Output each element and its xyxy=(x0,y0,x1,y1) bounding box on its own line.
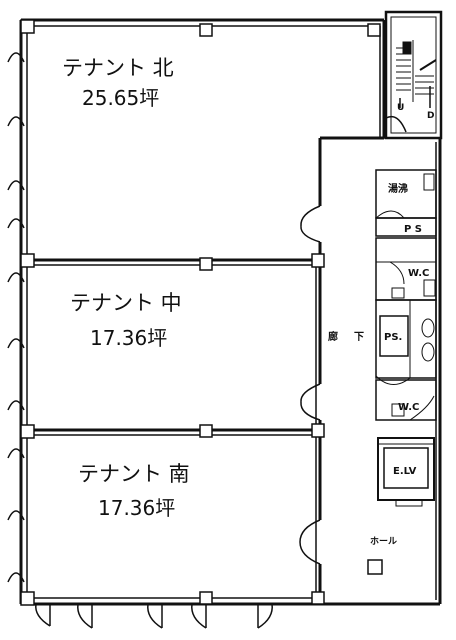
tenant-south-area: 17.36坪 xyxy=(98,496,175,520)
corridor-label-2: 下 xyxy=(354,331,364,343)
janitor-room-label: 湯沸 xyxy=(388,182,408,195)
elevator-label: E.LV xyxy=(393,466,417,477)
stairwell xyxy=(385,40,437,133)
tenant-south-name: テナント 南 xyxy=(78,462,190,486)
wc-lower-label: W.C xyxy=(398,402,419,413)
ps-top-label: P S xyxy=(404,224,422,235)
tenant-middle-name: テナント 中 xyxy=(70,291,182,315)
tenant-north-area: 25.65坪 xyxy=(82,86,159,110)
left-windows xyxy=(7,52,25,583)
tenant-middle-area: 17.36坪 xyxy=(90,326,167,350)
core-rooms xyxy=(375,169,437,507)
bottom-doors xyxy=(35,603,273,629)
stair-down-label: D xyxy=(427,111,434,121)
corridor-label-1: 廊 xyxy=(328,330,338,343)
stair-up-label: U xyxy=(397,103,404,113)
hall-label: ホール xyxy=(370,536,397,547)
tenant-north-name: テナント 北 xyxy=(62,56,174,80)
columns xyxy=(20,19,383,606)
tenant-entrance-doors xyxy=(299,205,324,565)
wc-upper-label: W.C xyxy=(408,268,429,279)
ps-mid-label: PS. xyxy=(384,332,402,343)
